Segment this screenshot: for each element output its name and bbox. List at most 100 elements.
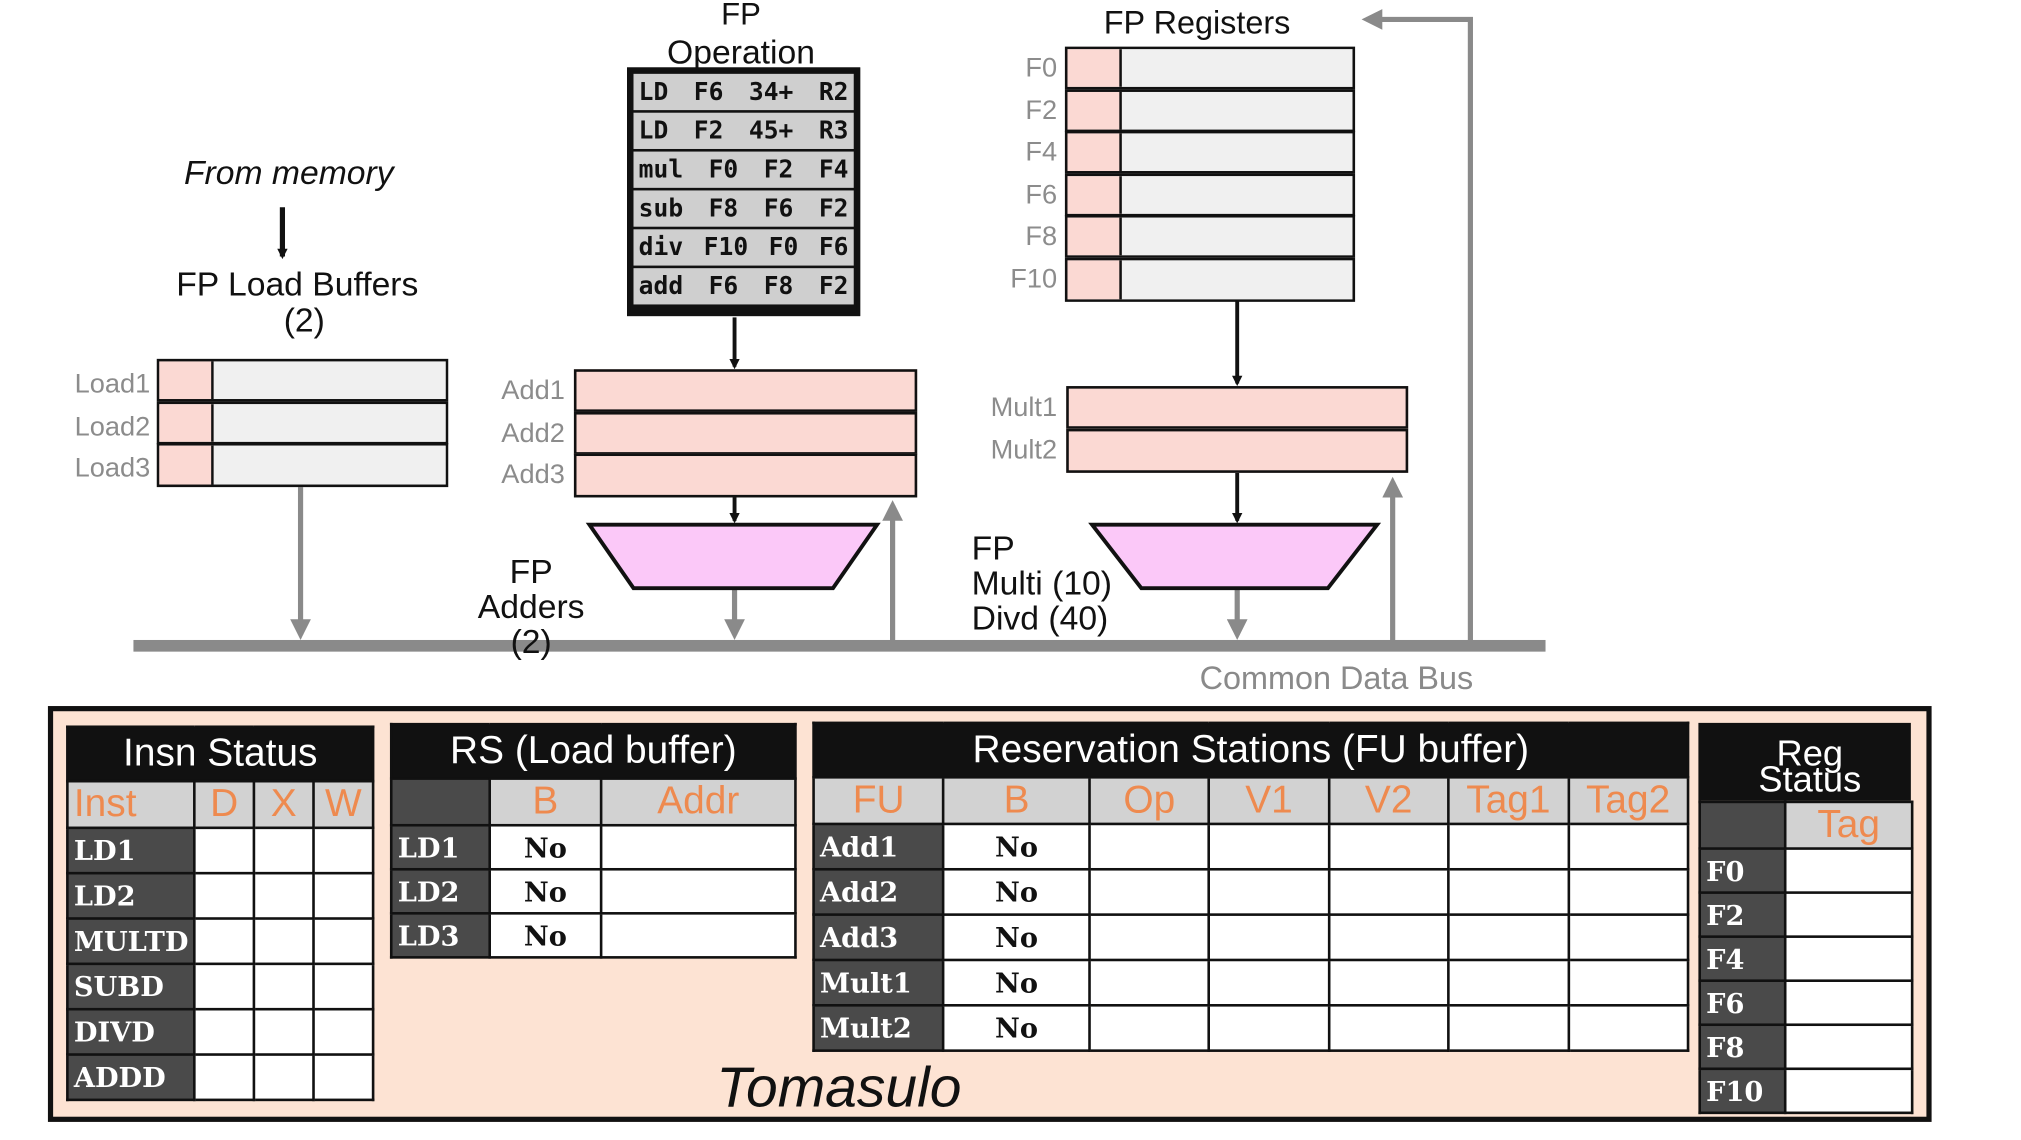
status-cell — [312, 1053, 375, 1102]
instruction-token: F8 — [708, 194, 739, 223]
instruction-name: DIVD — [66, 1007, 196, 1056]
station-field-cell — [1327, 913, 1450, 962]
instruction-token: R3 — [818, 116, 849, 146]
load-buffer-tag-cell — [159, 403, 214, 442]
reg-status-title-line1: Reg — [1776, 733, 1844, 774]
status-cell — [252, 871, 315, 920]
register-name: F2 — [1698, 891, 1787, 938]
instruction-token: F0 — [768, 233, 799, 262]
register-tag-cell — [1067, 259, 1122, 299]
status-cell — [252, 826, 315, 875]
station-field-cell — [1327, 822, 1450, 871]
station-field-cell — [1207, 867, 1331, 916]
insn-status-row: DIVD — [66, 1007, 375, 1056]
column-header: FU — [812, 776, 945, 826]
status-cell — [193, 962, 256, 1011]
station-field-cell — [1447, 958, 1570, 1007]
register-row — [1064, 88, 1356, 132]
rs-load-title: RS (Load buffer) — [389, 722, 797, 780]
load-buffer-row — [156, 443, 449, 488]
status-cell — [252, 1007, 315, 1056]
station-field-cell — [1447, 867, 1570, 916]
station-field-cell — [1566, 822, 1690, 871]
station-name: Add1 — [812, 822, 945, 871]
instruction-token: 34+ — [748, 77, 794, 107]
tag-cell — [1783, 1023, 1914, 1071]
column-header: Op — [1088, 776, 1211, 826]
station-field-cell — [1566, 958, 1690, 1007]
instruction-name: LD2 — [66, 871, 196, 920]
register-label: F2 — [1025, 95, 1058, 126]
insn-status-row: SUBD — [66, 962, 375, 1011]
load-buffer-value-cell — [213, 403, 446, 442]
busy-cell: No — [942, 958, 1091, 1007]
station-field-cell — [1447, 1004, 1570, 1052]
station-field-cell — [1327, 867, 1450, 916]
status-cell — [312, 917, 375, 966]
reg-status-row: F6 — [1698, 979, 1914, 1027]
instruction-token: F2 — [818, 272, 849, 301]
fp-operation-title-line1: FP — [721, 0, 761, 33]
register-label: F0 — [1025, 53, 1058, 83]
station-field-cell — [1566, 1004, 1690, 1052]
station-name: Add3 — [812, 913, 945, 962]
reg-status-row: F8 — [1698, 1023, 1914, 1071]
tag-cell — [1783, 1067, 1914, 1115]
mult-station-label: Mult2 — [990, 434, 1058, 465]
add-station-label: Add1 — [501, 375, 565, 406]
column-header: Tag — [1783, 800, 1914, 850]
load-buffer-value-cell — [213, 445, 446, 485]
register-label: F6 — [1025, 179, 1058, 210]
station-field-cell — [1088, 822, 1211, 871]
station-name: Mult1 — [812, 958, 945, 1007]
register-tag-cell — [1067, 217, 1122, 256]
station-field-cell — [1327, 958, 1450, 1007]
load-buffer-name: LD2 — [389, 867, 491, 915]
station-field-cell — [1088, 867, 1211, 916]
instruction-token: sub — [638, 194, 684, 223]
instruction-token: F2 — [763, 155, 794, 184]
column-header: B — [488, 777, 603, 827]
load-buffer-cell — [599, 823, 797, 871]
status-cell — [193, 1007, 256, 1056]
column-header: Addr — [599, 777, 797, 827]
fp-mult-label-line3: Divd (40) — [971, 598, 1109, 638]
fp-registers-title: FP Registers — [1103, 5, 1291, 42]
insn-status-title: Insn Status — [66, 725, 375, 783]
fp-mult-label-line2: Multi (10) — [971, 563, 1113, 603]
insn-status-row: LD1 — [66, 826, 375, 875]
mult-station-label: Mult1 — [990, 392, 1058, 423]
load-buffer-tag-cell — [159, 361, 214, 400]
instruction-token: F6 — [818, 233, 849, 262]
register-value-cell — [1121, 259, 1353, 299]
busy-cell: No — [942, 913, 1091, 962]
busy-cell: No — [942, 1004, 1091, 1052]
station-field-cell — [1207, 913, 1331, 962]
add-station-label: Add2 — [501, 417, 565, 448]
load-buffer-label: Load2 — [74, 411, 151, 442]
column-header: Tag2 — [1566, 776, 1690, 826]
fp-adders-label-line1: FP — [509, 551, 553, 591]
fp-adder-unit — [585, 522, 881, 591]
reg-status-row: F10 — [1698, 1067, 1914, 1115]
fp-adders-label-line3: (2) — [510, 621, 552, 661]
instruction-token: F10 — [703, 233, 749, 262]
register-row — [1064, 130, 1356, 174]
register-tag-cell — [1067, 133, 1122, 172]
instruction-name: MULTD — [66, 917, 196, 966]
mult-station-row — [1066, 428, 1409, 473]
instruction-token: LD — [638, 77, 669, 107]
